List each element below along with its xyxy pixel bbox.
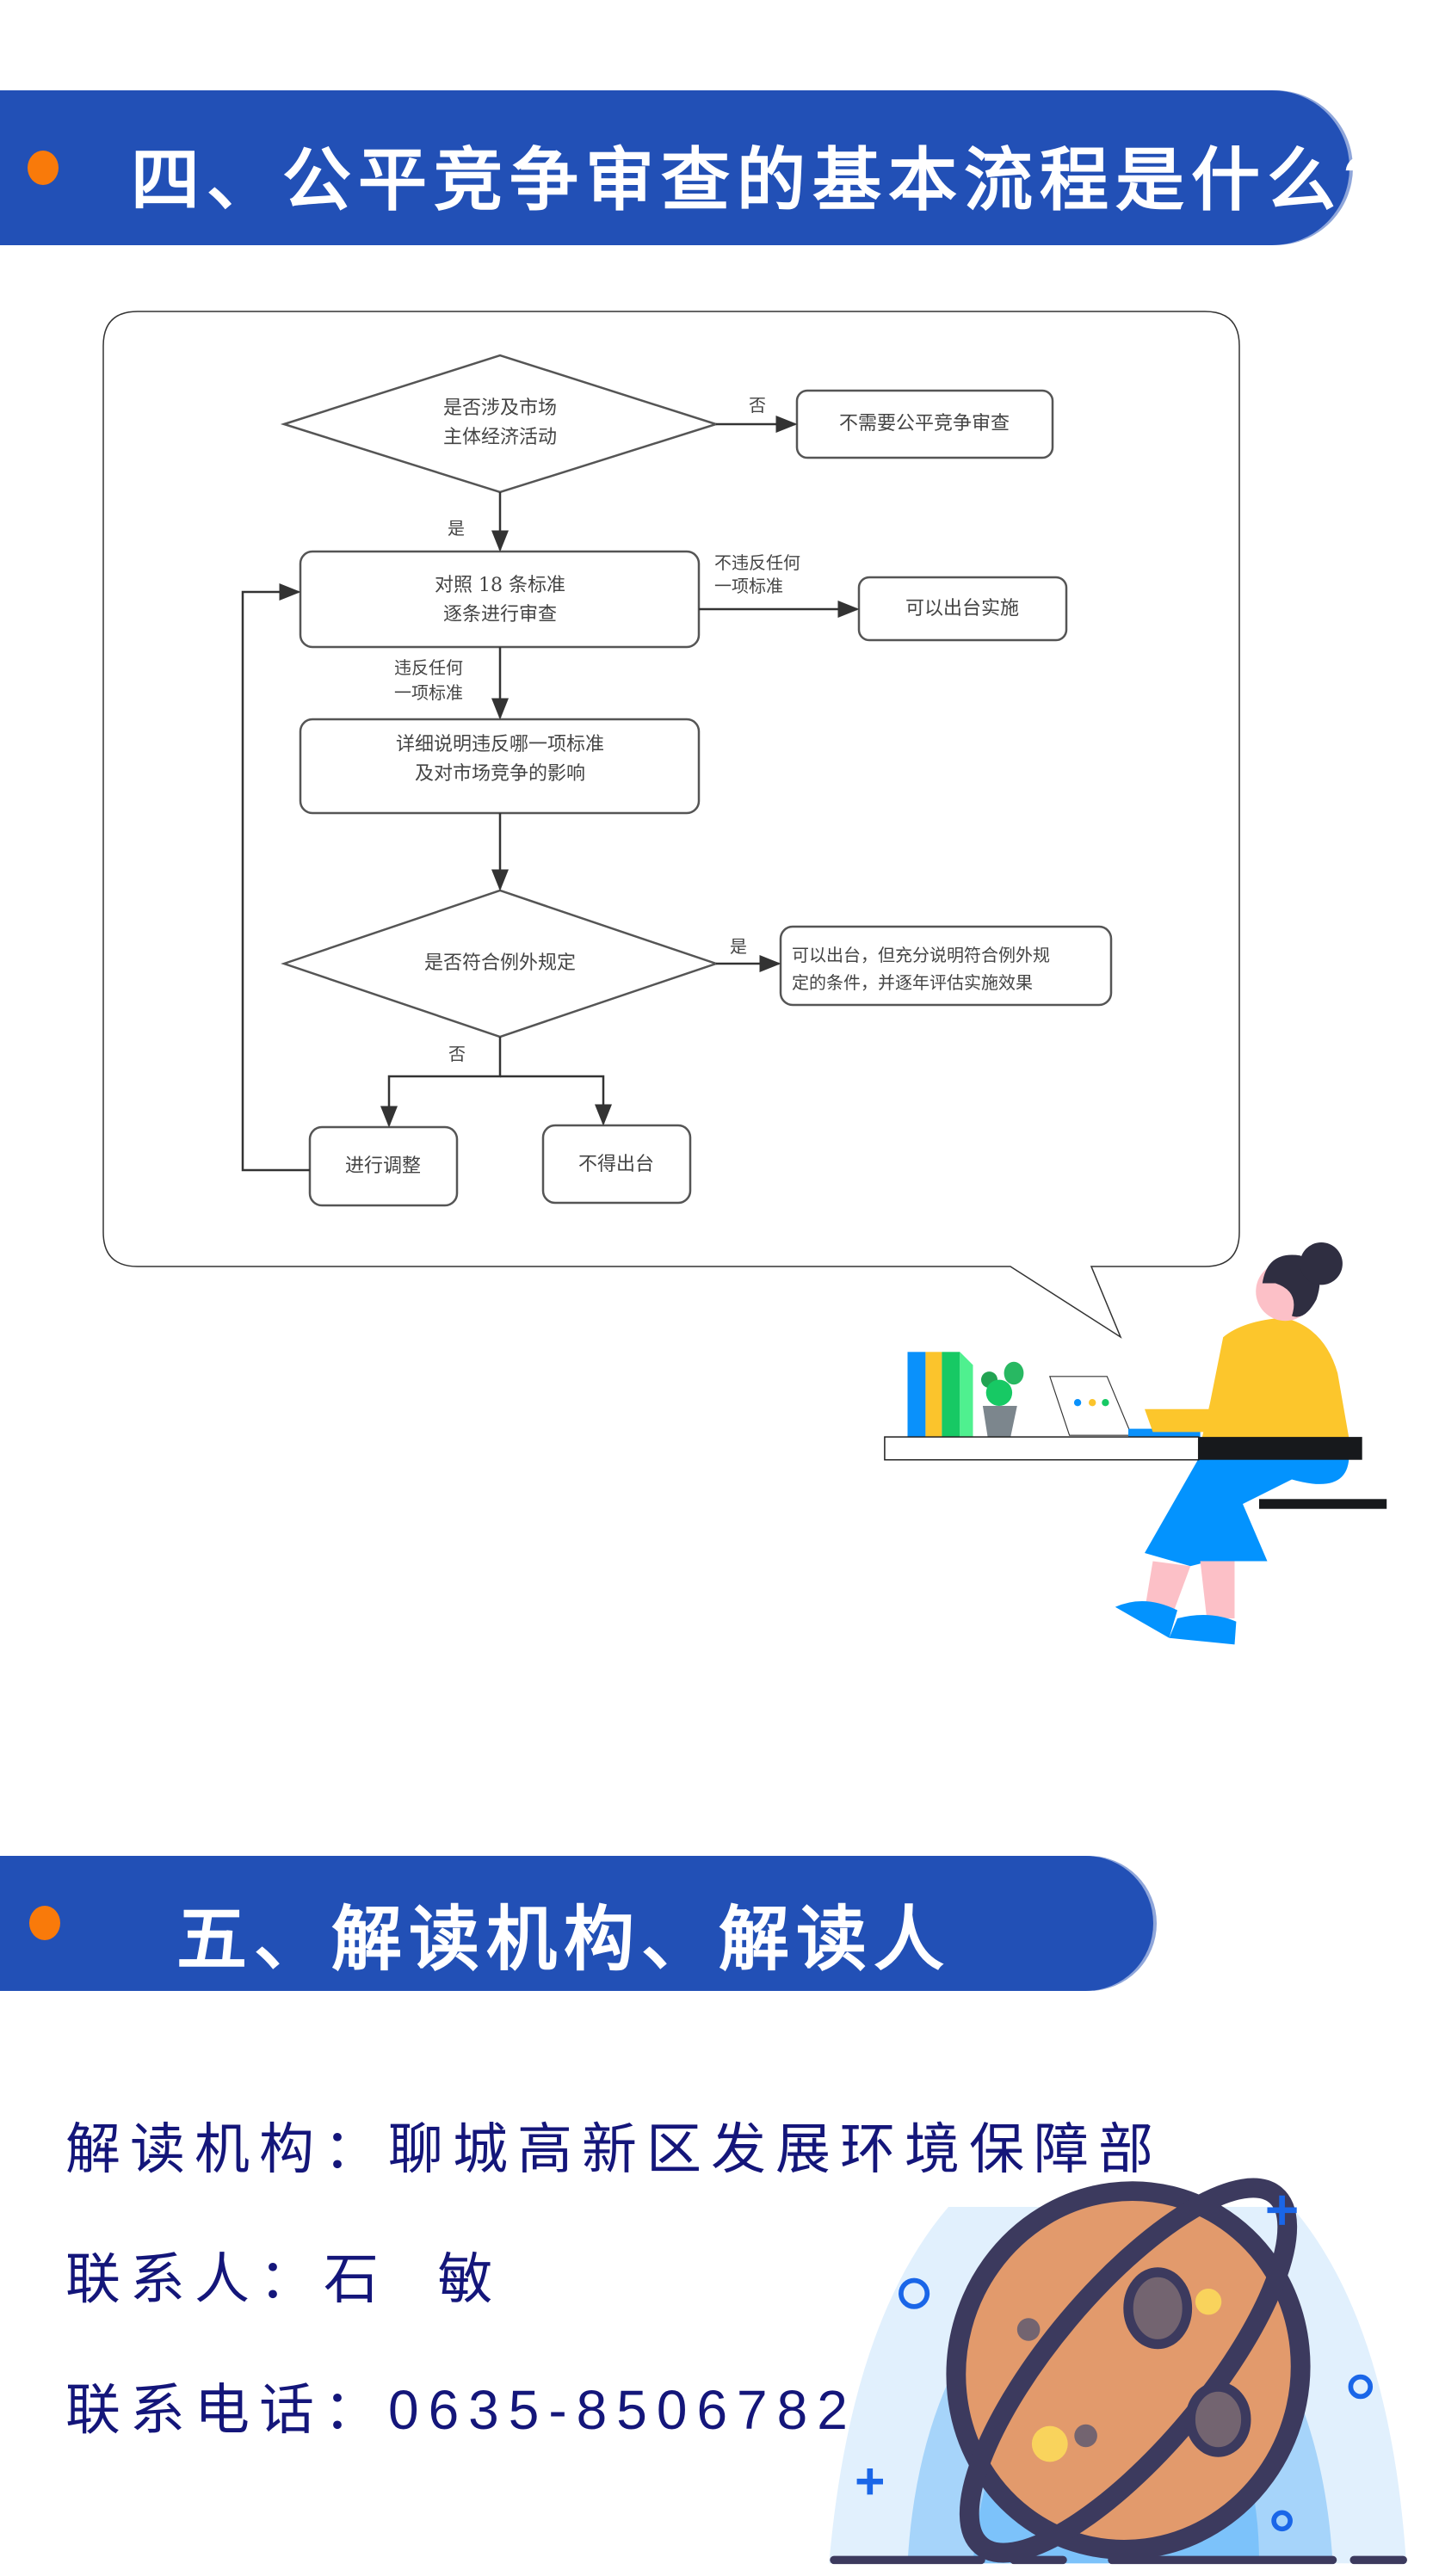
not-issue-box-shape (541, 1124, 692, 1205)
contact-person: 联系人：石 敏 (65, 2248, 503, 2310)
section-4-banner: 四、公平竞争审查的基本流程是什么? (0, 90, 1385, 245)
section-5-title: 五、解读机构、解读人 (176, 1901, 952, 1979)
can-issue-box: 可以出台实施 (905, 598, 1020, 619)
label-violate-line1: 违反任何 (394, 657, 463, 678)
label-yes-1: 是 (448, 518, 465, 539)
label-no-1: 否 (749, 395, 766, 416)
review-box-shape (299, 550, 701, 649)
label-violate-line2: 一项标准 (394, 682, 463, 703)
label-not-violate-line1: 不违反任何 (714, 552, 800, 573)
planet-illustration (829, 2178, 1407, 2565)
arrow-loop-back (241, 583, 310, 1172)
exception-box-shape (779, 925, 1113, 1007)
bullet-dot-icon (29, 1906, 60, 1940)
arrow-branch-notissue (500, 1075, 612, 1126)
arrow-branch-adjust (380, 1037, 502, 1128)
label-not-violate-line2: 一项标准 (714, 576, 783, 596)
decision-2: 是否符合例外规定 (423, 952, 577, 974)
section-5-banner: 五、解读机构、解读人 (0, 1856, 1153, 1991)
section-4-title: 四、公平竞争审查的基本流程是什么? (131, 142, 1392, 219)
explain-box-line2: 及对市场竞争的影响 (414, 763, 586, 785)
no-review-box: 不需要公平竞争审查 (838, 413, 1010, 434)
adjust-box: 进行调整 (344, 1156, 422, 1177)
exception-box-line1: 可以出台，但充分说明符合例外规 (792, 945, 1050, 965)
label-yes-2: 是 (730, 936, 747, 957)
contact-phone: 联系电话：0635-8506782 (65, 2379, 857, 2441)
interpreting-org: 解读机构：聊城高新区发展环境保障部 (65, 2118, 1163, 2180)
not-issue-box: 不得出台 (577, 1154, 655, 1175)
review-box-line1: 对照 18 条标准 (435, 575, 565, 596)
woman-at-desk-illustration (884, 1242, 1387, 1645)
review-box-line2: 逐条进行审查 (442, 604, 558, 626)
bullet-dot-icon (28, 151, 59, 185)
decision-1-line1: 是否涉及市场 (442, 397, 558, 419)
exception-box-line2: 定的条件，并逐年评估实施效果 (792, 972, 1033, 993)
label-no-2: 否 (448, 1044, 466, 1064)
decision-1-line2: 主体经济活动 (442, 427, 558, 448)
explain-box-line1: 详细说明违反哪一项标准 (395, 734, 605, 755)
